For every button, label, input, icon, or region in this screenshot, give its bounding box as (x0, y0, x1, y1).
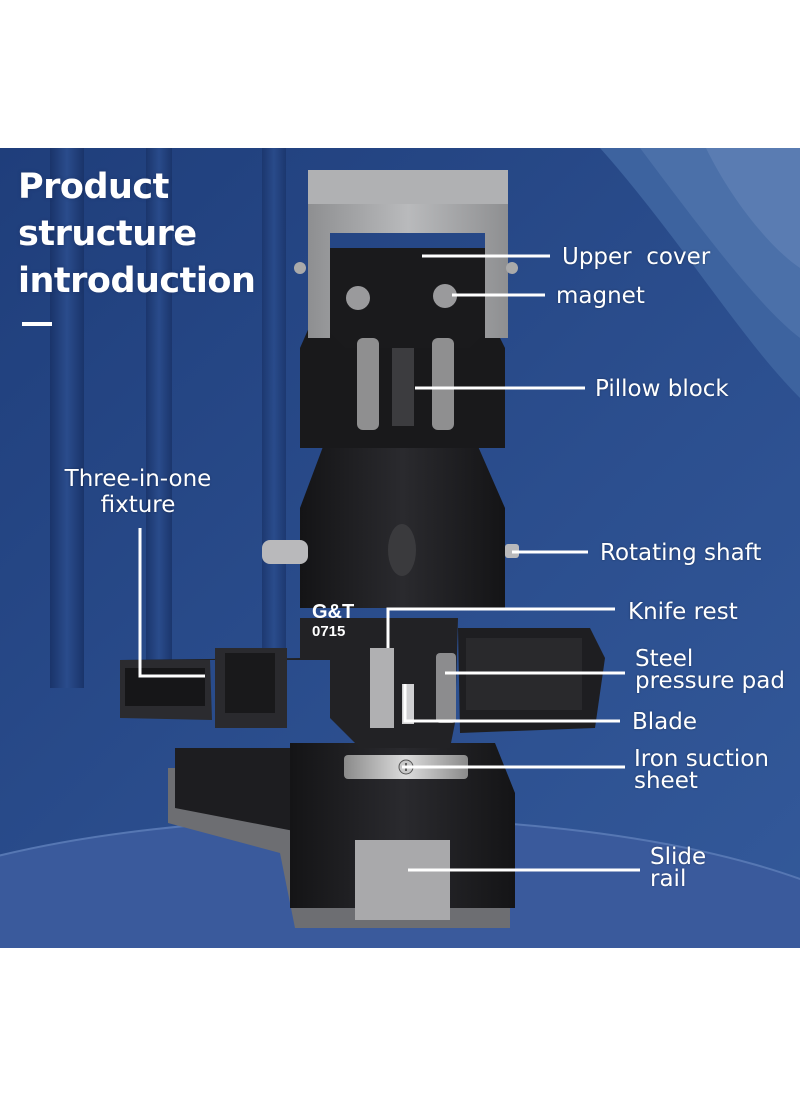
model-text: 0715 (312, 623, 345, 640)
label-slide-rail: Slide rail (650, 844, 707, 892)
leader-blade (403, 684, 620, 723)
leader-lines (138, 254, 640, 872)
magnet-part (346, 286, 370, 310)
label-magnet: magnet (556, 283, 645, 309)
knife-rest-part (370, 648, 394, 728)
leader-knife-rest (386, 607, 615, 648)
slide-rail-part (355, 840, 450, 920)
label-blade: Blade (632, 709, 698, 735)
label-rotating-shaft: Rotating shaft (600, 540, 762, 566)
upper-cover-handle (308, 170, 508, 338)
upper-cover-part (330, 248, 485, 348)
rotating-shaft-part (262, 540, 308, 564)
title-line-3: introduction (18, 261, 256, 301)
label-steel-pressure-pad: Steel pressure pad (635, 646, 785, 694)
brand-logo: G&T 0715 (312, 601, 354, 640)
label-iron-suction-sheet: Iron suction sheet (634, 746, 769, 794)
page-title: Product structure introduction (18, 164, 256, 305)
label-knife-rest: Knife rest (628, 599, 738, 625)
product-poster: G&T 0715 Product structure introduction (0, 148, 800, 948)
poster-artwork: G&T 0715 (0, 148, 800, 948)
title-line-1: Product (18, 167, 169, 207)
brand-text: G&T (312, 601, 354, 623)
pillow-block-part (357, 338, 379, 430)
label-three-in-one-fixture: Three-in-one fixture (64, 466, 212, 518)
leader-fixture (138, 528, 205, 678)
label-upper-cover: Upper cover (562, 244, 711, 270)
title-line-2: structure (18, 214, 197, 254)
fiber-cleaver: G&T 0715 (120, 170, 605, 928)
label-pillow-block: Pillow block (595, 376, 729, 402)
title-underline (22, 322, 52, 326)
